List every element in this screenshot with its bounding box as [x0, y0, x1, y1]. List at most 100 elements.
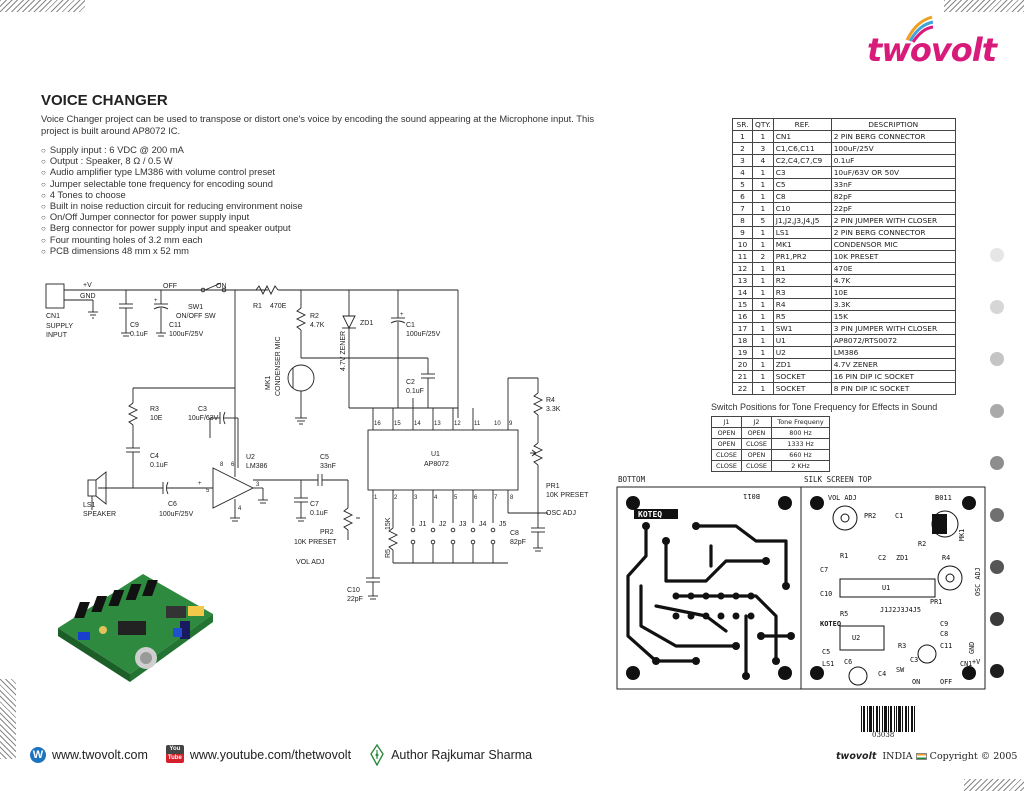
cell-ref: R2	[772, 274, 832, 287]
svg-text:R5: R5	[385, 549, 392, 558]
cell-sr: 21	[732, 370, 753, 383]
cell-ref: C1,C6,C11	[772, 142, 832, 155]
svg-text:J1J2J3J4J5: J1J2J3J4J5	[880, 606, 921, 614]
cell-sr: 16	[732, 310, 753, 323]
pcb-top-label: SILK SCREEN TOP	[804, 475, 872, 484]
cell-qty: 1	[752, 322, 774, 335]
svg-text:R4: R4	[546, 397, 555, 404]
cell-sr: 14	[732, 286, 753, 299]
youtube-icon: You Tube	[165, 745, 184, 765]
cell-qty: 1	[752, 382, 774, 395]
feature-item: Supply input : 6 VDC @ 200 mA	[41, 144, 303, 156]
feature-item: Audio amplifier type LM386 with volume c…	[41, 167, 303, 178]
cell-ref: SOCKET	[772, 370, 832, 383]
cell-sr: 22	[732, 382, 753, 395]
svg-text:4: 4	[238, 506, 242, 512]
svg-text:B011: B011	[935, 494, 952, 502]
svg-text:10K PRESET: 10K PRESET	[294, 539, 337, 546]
svg-text:KOTEQ: KOTEQ	[638, 510, 662, 519]
cell-description: 10K PRESET	[830, 250, 956, 263]
cell-sr: 7	[732, 202, 753, 215]
svg-text:4: 4	[434, 495, 438, 501]
cell-qty: 1	[752, 346, 774, 359]
copyright-country: INDIA	[882, 751, 913, 762]
cell-ref: C10	[772, 202, 832, 215]
svg-text:1: 1	[374, 495, 378, 501]
svg-text:+V: +V	[83, 282, 92, 289]
svg-text:CONDENSER MIC: CONDENSER MIC	[275, 336, 282, 396]
feature-item: PCB dimensions 48 mm x 52 mm	[41, 245, 303, 257]
cell-description: 82pF	[830, 190, 956, 203]
svg-text:8: 8	[220, 462, 224, 468]
cell-sr: 8	[732, 214, 753, 227]
svg-text:CN1: CN1	[46, 313, 60, 320]
cell-qty: 2	[752, 250, 774, 263]
cell-ref: ZD1	[772, 358, 832, 371]
cell-description: 8 PIN DIP IC SOCKET	[830, 382, 956, 395]
svg-text:C1: C1	[406, 322, 415, 329]
feature-item: 4 Tones to choose	[41, 189, 303, 201]
svg-text:AP8072: AP8072	[424, 461, 449, 468]
cell-ref: J1,J2,J3,J4,J5	[772, 214, 832, 227]
svg-text:0.1uF: 0.1uF	[310, 510, 328, 517]
cell-ref: C3	[772, 166, 832, 179]
svg-text:LS1: LS1	[822, 660, 834, 668]
cell-qty: 1	[752, 358, 774, 371]
cell-qty: 1	[752, 334, 774, 347]
svg-text:C3: C3	[198, 406, 207, 413]
svg-text:LM386: LM386	[246, 463, 268, 470]
svg-text:100uF/25V: 100uF/25V	[159, 511, 194, 518]
dot	[990, 612, 1004, 626]
svg-text:16: 16	[374, 421, 381, 427]
cell-sr: 5	[732, 178, 753, 191]
dot	[990, 456, 1004, 470]
feature-item: Jumper selectable tone frequency for enc…	[41, 178, 303, 190]
cell-ref: MK1	[772, 238, 832, 251]
svg-text:ON/OFF SW: ON/OFF SW	[176, 313, 216, 320]
svg-text:KOTEQ: KOTEQ	[820, 620, 841, 628]
cell-ref: R4	[772, 298, 832, 311]
cell-qty: 1	[752, 166, 774, 179]
svg-text:C9: C9	[130, 322, 139, 329]
svg-text:C9: C9	[940, 620, 948, 628]
cell-j1: CLOSE	[711, 449, 742, 461]
feature-list: Supply input : 6 VDC @ 200 mAOutput : Sp…	[41, 144, 303, 257]
cell-tone: 800 Hz	[771, 427, 830, 439]
svg-text:SPEAKER: SPEAKER	[83, 511, 116, 518]
cell-description: 4.7K	[830, 274, 956, 287]
svg-text:ZD1: ZD1	[360, 320, 373, 327]
svg-text:10K PRESET: 10K PRESET	[546, 492, 589, 499]
svg-text:U1: U1	[882, 584, 890, 592]
cell-sr: 11	[732, 250, 753, 263]
dot	[990, 352, 1004, 366]
cell-sr: 12	[732, 262, 753, 275]
svg-text:C10: C10	[820, 590, 832, 598]
svg-text:C7: C7	[820, 566, 828, 574]
cell-qty: 1	[752, 190, 774, 203]
svg-text:MK1: MK1	[265, 376, 272, 391]
cell-description: 15K	[830, 310, 956, 323]
parts-table-header: SR. QTY. REF. DESCRIPTION	[732, 118, 956, 131]
svg-text:ON: ON	[216, 283, 227, 290]
dot	[990, 508, 1004, 522]
footer-website-link[interactable]: W www.twovolt.com	[30, 747, 148, 763]
svg-text:3.3K: 3.3K	[546, 406, 561, 413]
cell-qty: 1	[752, 286, 774, 299]
cell-description: 470E	[830, 262, 956, 275]
svg-text:R1: R1	[840, 552, 848, 560]
svg-text:U1: U1	[431, 451, 440, 458]
footer-youtube-link[interactable]: You Tube www.youtube.com/thetwovolt	[165, 745, 351, 765]
feature-item: Berg connector for power supply input an…	[41, 223, 303, 234]
cell-qty: 3	[752, 142, 774, 155]
cell-sr: 4	[732, 166, 753, 179]
circuit-schematic: +V GND CN1 SUPPLY INPUT OFF ON SW1 ON/OF…	[45, 282, 589, 603]
svg-text:+: +	[400, 312, 404, 318]
brand-logo[interactable]: twovolt	[836, 14, 997, 69]
svg-text:C6: C6	[168, 501, 177, 508]
